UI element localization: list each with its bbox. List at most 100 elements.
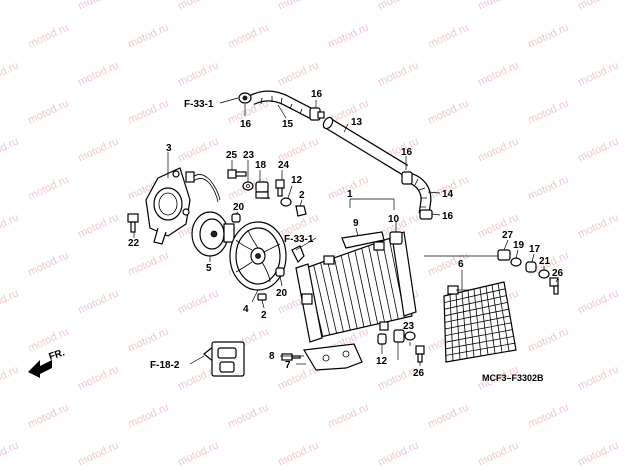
watermark-text: motod.ru: [176, 287, 220, 316]
grille-mesh-line: [497, 283, 510, 352]
hose-clamp-top-right: [309, 107, 325, 121]
callout-12-top[interactable]: 12: [291, 175, 303, 186]
callout-16-mid[interactable]: 16: [401, 147, 413, 158]
watermark-text: motod.ru: [0, 439, 21, 468]
callout-27[interactable]: 27: [502, 230, 514, 241]
callout-8[interactable]: 8: [269, 351, 275, 362]
callout-18[interactable]: 18: [255, 160, 267, 171]
callout-26-low[interactable]: 26: [413, 368, 425, 379]
ref-f33-1-mid[interactable]: F-33-1: [284, 234, 314, 245]
callout-16-low[interactable]: 16: [442, 211, 454, 222]
front-direction-arrow: [28, 360, 52, 378]
callout-19[interactable]: 19: [513, 240, 525, 251]
watermark-text: motod.ru: [526, 21, 570, 50]
callout-3[interactable]: 3: [166, 143, 172, 154]
collar-2-low: [257, 293, 267, 301]
watermark-text: motod.ru: [176, 439, 220, 468]
watermark-text: motod.ru: [426, 249, 470, 278]
radiator-fin: [381, 240, 399, 320]
callout-24[interactable]: 24: [278, 160, 290, 171]
callout-7[interactable]: 7: [285, 360, 291, 371]
callout-12-low[interactable]: 12: [376, 356, 388, 367]
watermark-text: motod.ru: [526, 97, 570, 126]
watermark-text: motod.ru: [226, 21, 270, 50]
collar-27: [497, 249, 511, 261]
watermark-text: motod.ru: [76, 287, 120, 316]
watermark-text: motod.ru: [376, 59, 420, 88]
callout-2-top[interactable]: 2: [299, 190, 305, 201]
grille-mesh-line: [445, 322, 512, 336]
watermark-text: motod.ru: [576, 0, 620, 13]
callout-2-low[interactable]: 2: [261, 310, 267, 321]
watermark-text: motod.ru: [76, 211, 120, 240]
callout-6[interactable]: 6: [458, 259, 464, 270]
watermark-text: motod.ru: [426, 97, 470, 126]
washer-23-top: [242, 181, 254, 191]
bolt-26-right: [549, 277, 559, 295]
watermark-text: motod.ru: [26, 325, 70, 354]
callout-26-right[interactable]: 26: [552, 268, 564, 279]
fan-shroud-bracket: [145, 167, 191, 245]
watermark-text: motod.ru: [576, 59, 620, 88]
watermark-text: motod.ru: [226, 401, 270, 430]
callout-9[interactable]: 9: [353, 218, 359, 229]
grille-mesh-line: [479, 287, 489, 355]
callout-16-top-right[interactable]: 16: [311, 89, 323, 100]
watermark-text: motod.ru: [126, 21, 170, 50]
watermark-text: motod.ru: [76, 0, 120, 13]
watermark-text: motod.ru: [576, 363, 620, 392]
callout-23-top[interactable]: 23: [243, 150, 255, 161]
callout-20-low[interactable]: 20: [276, 288, 288, 299]
hose-clamp-top-left: [238, 92, 252, 104]
grille-mesh-line: [445, 342, 515, 356]
callout-10[interactable]: 10: [388, 214, 400, 225]
watermark-text: motod.ru: [276, 59, 320, 88]
callout-20-top[interactable]: 20: [233, 202, 245, 213]
callout-15[interactable]: 15: [282, 119, 294, 130]
bolt-7: [281, 353, 301, 361]
watermark-text: motod.ru: [476, 0, 520, 13]
radiator-fin: [375, 243, 392, 321]
grille-mesh-line: [444, 315, 511, 330]
radiator-fin: [327, 260, 344, 332]
hose-clamp-mid: [401, 171, 413, 185]
ref-f33-1-top[interactable]: F-33-1: [184, 99, 214, 110]
callout-17[interactable]: 17: [529, 244, 541, 255]
bolt-24: [275, 179, 285, 197]
radiator-fin: [333, 257, 351, 331]
callout-13[interactable]: 13: [351, 117, 363, 128]
bolt-26-low: [415, 345, 425, 363]
watermark-text: motod.ru: [26, 401, 70, 430]
f18-2-inset: [203, 341, 245, 377]
fan-motor: [191, 211, 235, 257]
watermark-text: motod.ru: [276, 363, 320, 392]
radiator-fin: [368, 245, 385, 323]
watermark-text: motod.ru: [576, 287, 620, 316]
callout-4[interactable]: 4: [243, 304, 249, 315]
ref-f18-2[interactable]: F-18-2: [150, 360, 180, 371]
callout-1[interactable]: 1: [347, 189, 353, 200]
watermark-text: motod.ru: [526, 401, 570, 430]
radiator-fin: [347, 252, 365, 328]
grommet-12-low: [377, 333, 387, 345]
watermark-text: motod.ru: [276, 439, 320, 468]
callout-22[interactable]: 22: [128, 238, 140, 249]
radiator-fin: [361, 248, 379, 324]
watermark-text: motod.ru: [576, 135, 620, 164]
callout-25[interactable]: 25: [226, 150, 238, 161]
grille-mesh-line: [445, 329, 513, 343]
watermark-text: motod.ru: [176, 0, 220, 13]
callout-5[interactable]: 5: [206, 263, 212, 274]
watermark-text: motod.ru: [376, 439, 420, 468]
callout-16-top-left[interactable]: 16: [240, 119, 252, 130]
grille-mesh-line: [485, 286, 496, 354]
washer-19: [510, 257, 522, 267]
callout-14[interactable]: 14: [442, 189, 454, 200]
watermark-text: motod.ru: [26, 173, 70, 202]
callout-21[interactable]: 21: [539, 256, 551, 267]
callout-23-low[interactable]: 23: [403, 321, 415, 332]
watermark-text: motod.ru: [0, 0, 21, 13]
watermark-text: motod.ru: [126, 325, 170, 354]
watermark-text: motod.ru: [0, 135, 21, 164]
